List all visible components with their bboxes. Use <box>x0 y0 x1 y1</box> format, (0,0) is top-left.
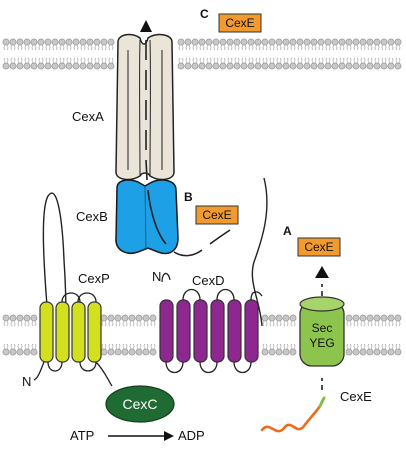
export-arrow-c <box>140 20 152 32</box>
cexb-body <box>115 179 179 255</box>
cexb-complex <box>115 179 179 255</box>
cexp-periplasmic-loop <box>42 192 67 319</box>
cexe-box-b-label: CexE <box>202 208 231 222</box>
export-arrow-a <box>315 266 329 278</box>
cexe-polypeptide-tail <box>260 404 322 433</box>
cexa-label: CexA <box>72 109 104 124</box>
cexa-channel <box>115 33 175 181</box>
cexd-n-terminus: N <box>152 269 161 284</box>
section-label-b: B <box>184 190 193 204</box>
cexd-label: CexD <box>192 273 225 288</box>
outer-membrane <box>2 38 402 70</box>
cexd-transporter <box>159 272 263 374</box>
cexe-tail-label: CexE <box>340 389 372 404</box>
cexa-body <box>115 33 175 181</box>
cexp-label: CexP <box>78 271 110 286</box>
cexc-atpase: CexC <box>105 385 175 423</box>
cexp-n-terminus: N <box>22 374 31 389</box>
cexe-box-c: CexE <box>218 13 262 33</box>
cexe-box-a: CexE <box>297 237 341 257</box>
adp-label: ADP <box>178 428 205 443</box>
section-label-c: C <box>200 7 209 21</box>
reaction-arrowhead <box>164 431 174 441</box>
section-label-a: A <box>283 224 292 238</box>
cexe-signal-peptide <box>318 396 326 408</box>
secyeg-translocon: Sec YEG <box>299 296 345 367</box>
inner-membrane <box>2 314 402 356</box>
secyeg-label-line2: YEG <box>309 336 334 350</box>
cexp-transporter <box>33 292 113 387</box>
cexe-box-b: CexE <box>195 205 239 225</box>
cexe-box-c-label: CexE <box>225 16 254 30</box>
secretion-path <box>145 40 231 257</box>
secyeg-label-line1: Sec <box>312 321 333 335</box>
cexc-label: CexC <box>122 396 157 412</box>
cexb-label: CexB <box>76 209 108 224</box>
atp-label: ATP <box>70 428 94 443</box>
cexe-box-a-label: CexE <box>304 240 333 254</box>
